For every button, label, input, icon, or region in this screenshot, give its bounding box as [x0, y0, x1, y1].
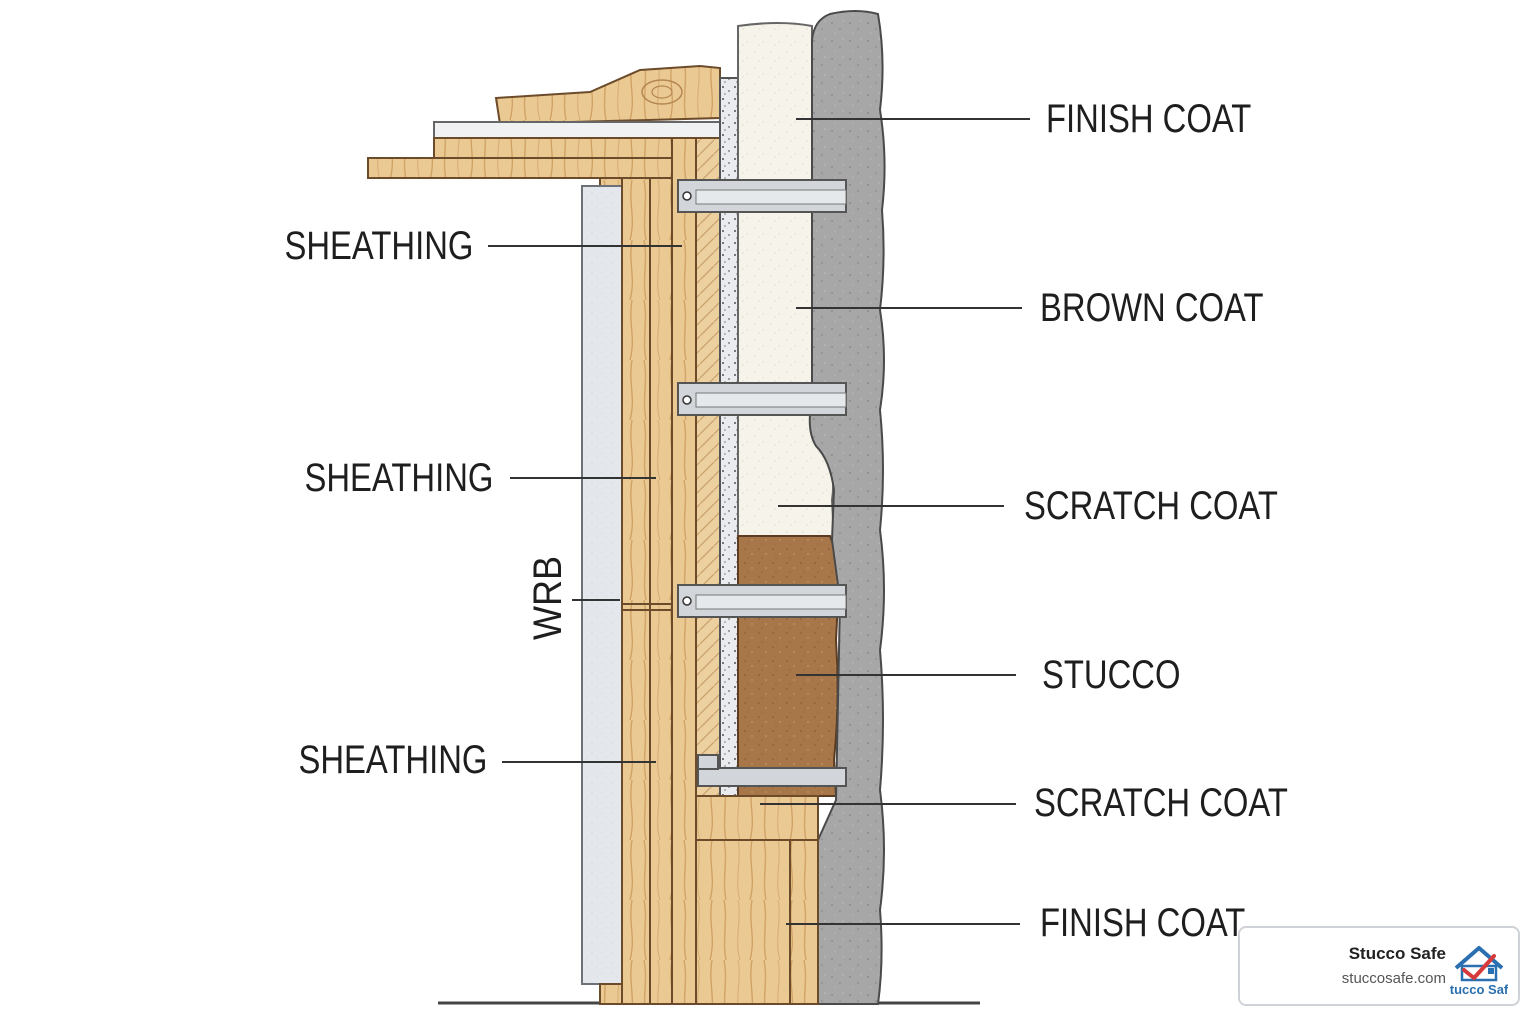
label-finish-coat-bottom: FINISH COAT: [1040, 901, 1246, 945]
logo-lettering: tucco Saf: [1450, 982, 1508, 997]
stud-2: [649, 177, 673, 1005]
bottom-block-right: [789, 839, 819, 1005]
label-sheathing-3: SHEATHING: [298, 738, 487, 782]
top-timber: [494, 64, 721, 126]
metal-bracket-2: [677, 382, 847, 416]
label-stucco: STUCCO: [1042, 653, 1181, 697]
bottom-sill: [695, 795, 819, 841]
label-scratch-coat-lower: SCRATCH COAT: [1034, 781, 1288, 825]
label-wrb: WRB: [526, 556, 570, 640]
soffit-board: [367, 157, 675, 179]
furring-strip: [695, 137, 721, 799]
cement-outer-layer: [808, 10, 886, 1005]
label-scratch-coat-upper: SCRATCH COAT: [1024, 484, 1278, 528]
label-finish-coat-top: FINISH COAT: [1046, 97, 1252, 141]
sheathing-board: [671, 137, 697, 1005]
wrb-membrane: [581, 185, 623, 985]
brand-url[interactable]: stuccosafe.com: [1341, 970, 1446, 987]
label-sheathing-2: SHEATHING: [304, 456, 493, 500]
top-membrane: [433, 121, 723, 139]
brown-coat-layer: [737, 535, 840, 797]
label-brown-coat: BROWN COAT: [1040, 286, 1264, 330]
bottom-block-left: [695, 839, 791, 1005]
metal-bracket-1: [677, 179, 847, 213]
metal-bracket-4: [697, 754, 847, 787]
stud-1: [621, 177, 651, 1005]
brand-name: Stucco Safe: [1348, 944, 1446, 963]
house-check-logo-icon: tucco Saf: [1450, 946, 1508, 997]
label-sheathing-1: SHEATHING: [284, 224, 473, 268]
metal-bracket-3: [677, 584, 847, 618]
brand-card[interactable]: Stucco Safe stuccosafe.com tucco Saf: [1238, 926, 1520, 1006]
